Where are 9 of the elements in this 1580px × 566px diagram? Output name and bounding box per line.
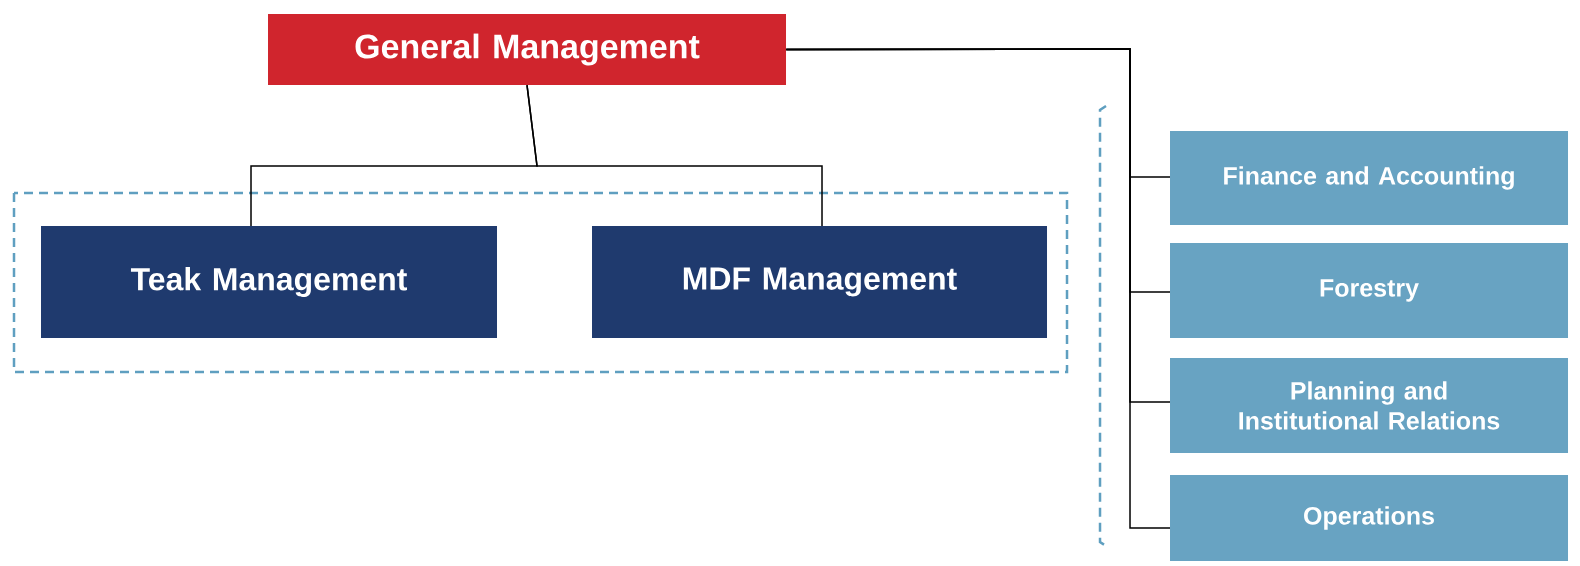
department-box: Finance and Accounting <box>1170 131 1568 225</box>
department-box: Planning and Institutional Relations <box>1170 358 1568 453</box>
department-box: Forestry <box>1170 243 1568 338</box>
connector-line <box>785 48 1171 529</box>
connector-line <box>526 84 823 227</box>
division-box: MDF Management <box>592 226 1047 338</box>
department-box: Operations <box>1170 475 1568 561</box>
division-box: Teak Management <box>41 226 497 338</box>
management-box: General Management <box>268 14 786 85</box>
